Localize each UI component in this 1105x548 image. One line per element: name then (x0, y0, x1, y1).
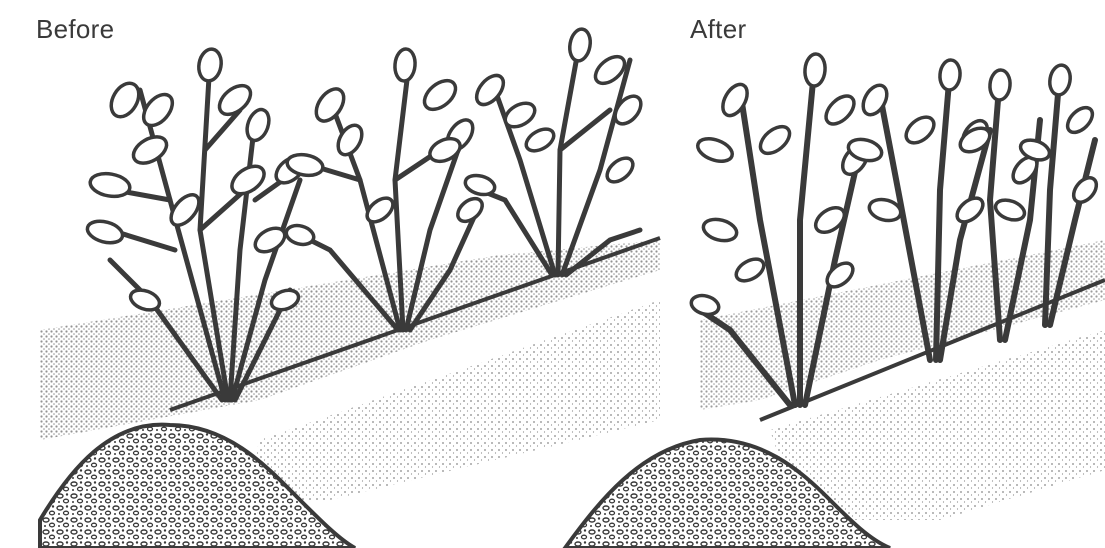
after-plant-4-leaves (1018, 63, 1101, 206)
before-label: Before (36, 14, 114, 45)
after-panel (565, 53, 1105, 548)
after-label: After (690, 14, 746, 45)
before-plant-3-leaves (463, 28, 646, 198)
before-plant-2-leaves (284, 48, 486, 247)
before-plant-1-leaves (85, 47, 309, 313)
before-panel (40, 28, 660, 548)
after-plant-1-leaves (689, 53, 872, 317)
